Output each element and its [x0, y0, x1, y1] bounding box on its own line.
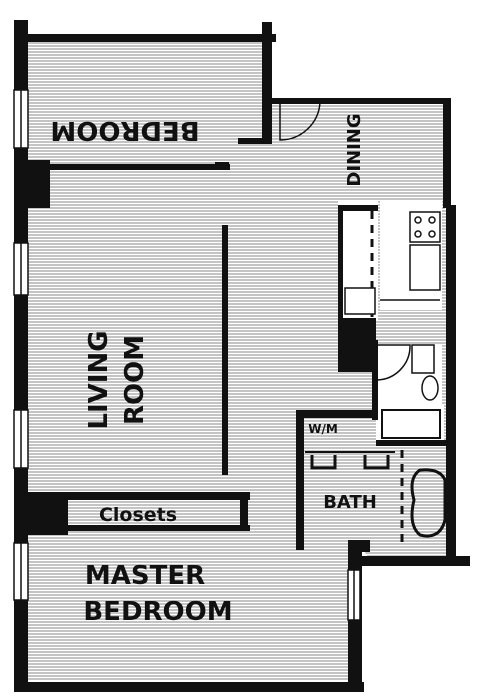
bedroom-label: BEDROOM: [50, 115, 199, 145]
bath-upper-area: [372, 345, 442, 405]
washer-dryer-label: W/M: [308, 422, 338, 436]
closets-label: Closets: [99, 504, 177, 526]
kitchen-fixtures: [344, 211, 441, 401]
door-swings: [279, 101, 411, 381]
master-bedroom-label: BEDROOM: [83, 597, 232, 627]
dining-label: DINING: [344, 113, 365, 186]
windows: [13, 89, 361, 621]
living-label: LIVING: [84, 330, 114, 429]
room-labels: BEDROOM DINING LIVING ROOM Closets W/M B…: [50, 113, 376, 627]
bath-fixtures: [305, 409, 447, 545]
interior-walls: [28, 42, 446, 550]
room-label: ROOM: [120, 335, 150, 425]
kitchen-appliance-area: [380, 200, 442, 310]
master-label: MASTER: [85, 561, 205, 591]
bath-label: BATH: [323, 492, 377, 513]
